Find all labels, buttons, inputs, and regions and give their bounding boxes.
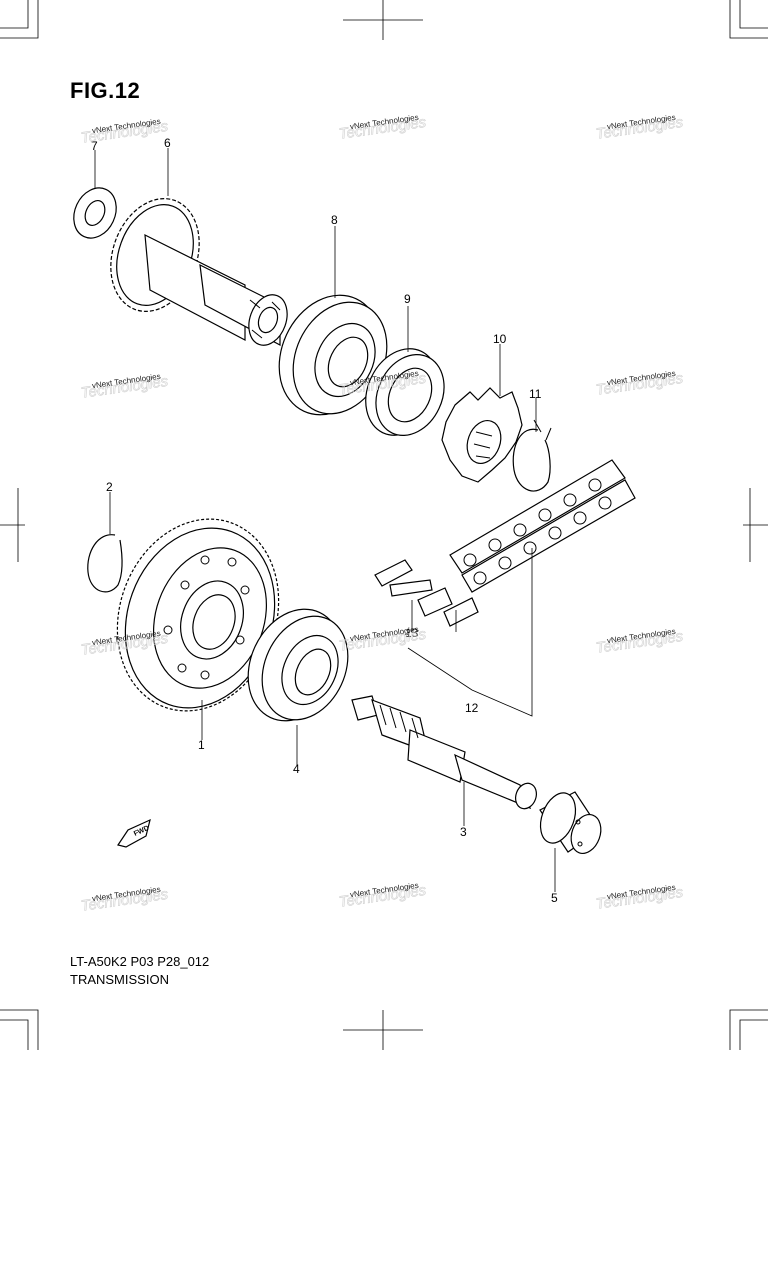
- part-8-bearing: [278, 294, 388, 416]
- part-7-washer: [73, 187, 117, 239]
- callout-7: 7: [91, 139, 98, 153]
- figure-name: TRANSMISSION: [70, 972, 169, 987]
- part-6-countershaft: [110, 198, 288, 346]
- crop-marks: [0, 0, 768, 1050]
- figure-code: LT-A50K2 P03 P28_012: [70, 954, 210, 969]
- callout-1: 1: [198, 738, 205, 752]
- callout-12: 12: [465, 701, 479, 715]
- leader-lines: [94, 148, 556, 892]
- part-10-sprocket: [441, 387, 523, 483]
- fwd-arrow-icon: FWD: [117, 818, 151, 848]
- callout-numbers: 1 2 3 4 5 6 7 8 9 10 11 12 13: [91, 136, 558, 905]
- part-5-bushing: [539, 791, 602, 854]
- watermarks: Technologies vNext Technologies Technolo…: [79, 113, 684, 915]
- callout-6: 6: [164, 136, 171, 150]
- figure-title: FIG.12: [70, 78, 141, 103]
- callout-8: 8: [331, 213, 338, 227]
- callout-11: 11: [529, 387, 542, 401]
- part-12-chain: [449, 459, 636, 593]
- callout-4: 4: [293, 762, 300, 776]
- part-2-circlip: [87, 534, 123, 593]
- part-1-driven-gear: [116, 518, 280, 712]
- part-13-chain-joint: [374, 559, 479, 627]
- part-11-circlip: [512, 419, 552, 492]
- part-4-bearing: [247, 608, 349, 722]
- part-9-oil-seal: [365, 348, 445, 436]
- callout-2: 2: [106, 480, 113, 494]
- callout-5: 5: [551, 891, 558, 905]
- callout-13: 13: [405, 626, 419, 640]
- part-3-drive-shaft: [351, 695, 537, 810]
- callout-9: 9: [404, 292, 411, 306]
- callout-3: 3: [460, 825, 467, 839]
- callout-10: 10: [493, 332, 507, 346]
